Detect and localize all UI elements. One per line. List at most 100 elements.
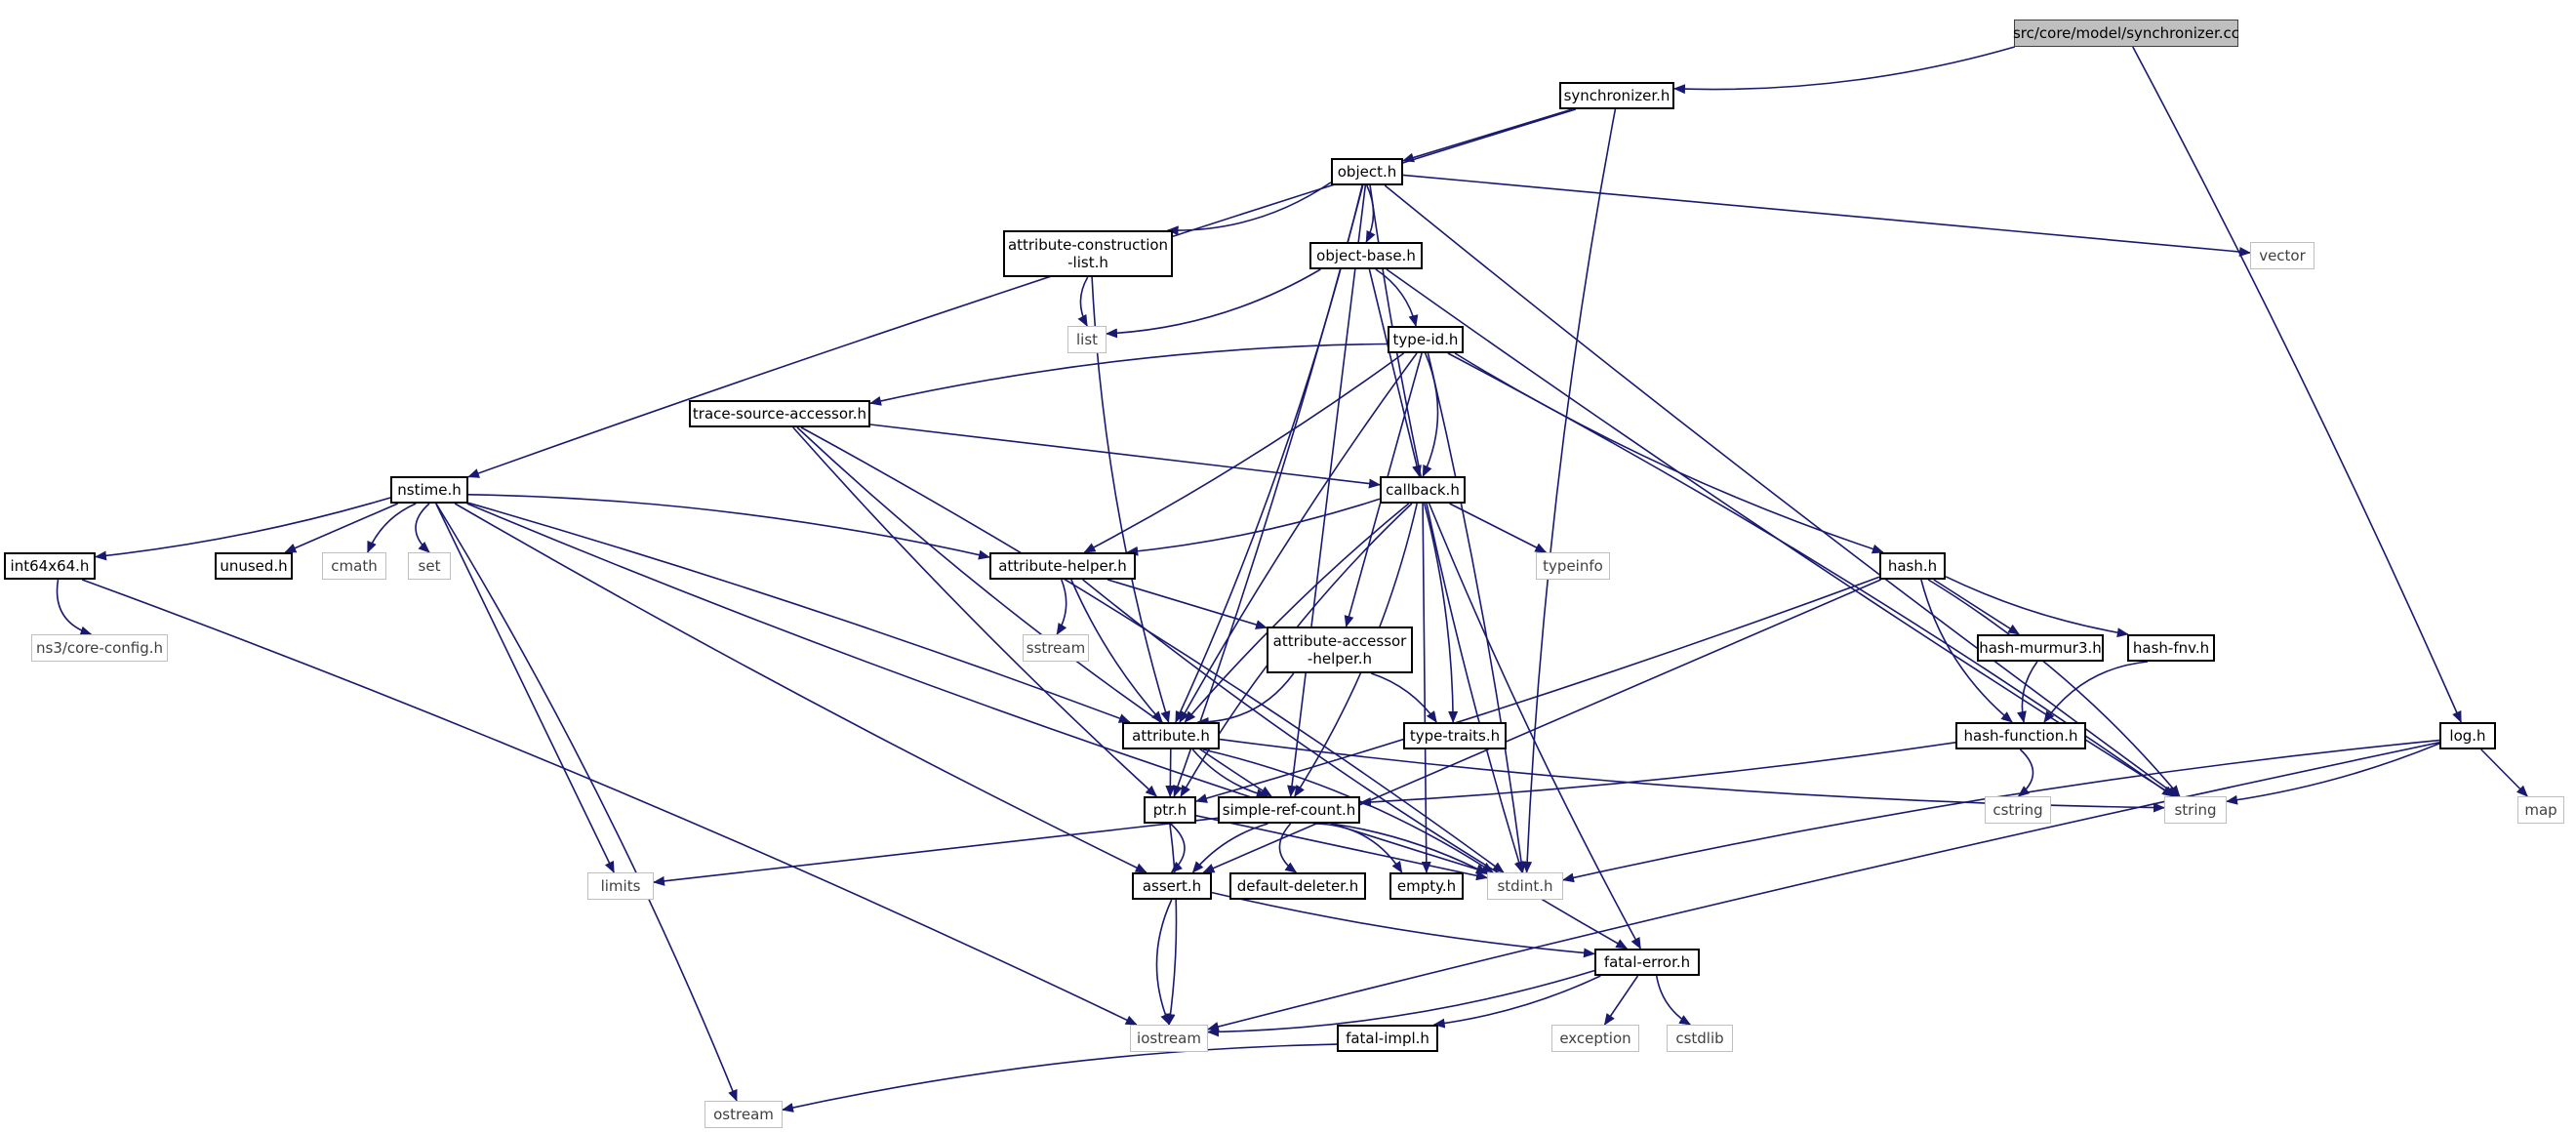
node-hash-fnv-h[interactable]: hash-fnv.h: [2127, 634, 2215, 662]
edge-synchronizer-h-to-object-h: [1402, 108, 1573, 163]
node-cmath[interactable]: cmath: [322, 552, 386, 580]
node-default-deleter-h[interactable]: default-deleter.h: [1229, 872, 1366, 900]
edge-attribute-h-to-simple-ref-count-h: [1191, 748, 1268, 799]
edge-nstime-h-to-set: [415, 503, 430, 553]
node-log-h[interactable]: log.h: [2439, 722, 2496, 749]
node-unused-h[interactable]: unused.h: [215, 552, 293, 580]
node-list[interactable]: list: [1067, 326, 1107, 353]
node-object-base-h[interactable]: object-base.h: [1309, 242, 1423, 269]
edge-object-h-to-object-base-h: [1365, 184, 1376, 243]
edge-attribute-helper-h-to-fatal-error-h: [1082, 579, 1629, 950]
node-label: attribute-construction -list.h: [1007, 236, 1169, 271]
edge-synchronizer-h-to-stdint-h: [1522, 108, 1617, 873]
edge-attribute-helper-h-to-sstream: [1056, 579, 1067, 635]
edge-hash-h-to-assert-h: [1202, 579, 1881, 873]
node-type-traits-h[interactable]: type-traits.h: [1403, 722, 1507, 749]
node-fatal-error-h[interactable]: fatal-error.h: [1594, 949, 1700, 976]
node-vector[interactable]: vector: [2250, 242, 2314, 269]
node-assert-h[interactable]: assert.h: [1132, 872, 1212, 900]
edge-attribute-h-to-ptr-h: [1165, 748, 1176, 797]
edge-attribute-accessor-helper-h-to-attribute-h: [1196, 672, 1295, 727]
node-exception[interactable]: exception: [1551, 1025, 1639, 1052]
node-map[interactable]: map: [2517, 796, 2564, 824]
edge-hash-h-to-ptr-h: [1195, 576, 1880, 803]
edge-hash-fnv-h-to-hash-function-h: [2043, 661, 2149, 723]
node-nstime-h[interactable]: nstime.h: [390, 476, 468, 504]
node-sstream[interactable]: sstream: [1023, 634, 1089, 662]
node-limits[interactable]: limits: [587, 872, 654, 900]
edge-attribute-accessor-helper-h-to-type-traits-h: [1370, 672, 1437, 723]
node-attribute-accessor-helper-h[interactable]: attribute-accessor -helper.h: [1267, 627, 1413, 673]
edge-nstime-h-to-cmath: [367, 503, 417, 553]
node-trace-source-accessor-h[interactable]: trace-source-accessor.h: [689, 400, 870, 427]
edge-attribute-helper-h-to-attribute-accessor-helper-h: [1107, 579, 1268, 629]
node-iostream[interactable]: iostream: [1130, 1025, 1208, 1052]
edge-assert-h-to-fatal-error-h: [1211, 891, 1595, 958]
edge-nstime-h-to-limits: [435, 503, 615, 873]
edge-trace-source-accessor-h-to-callback-h: [869, 424, 1381, 489]
edge-callback-h-to-empty-h: [1421, 503, 1431, 873]
edge-callback-h-to-attribute-helper-h: [1126, 498, 1381, 556]
node-callback-h[interactable]: callback.h: [1380, 476, 1466, 504]
edge-simple-ref-count-h-to-assert-h: [1191, 823, 1268, 873]
edge-ptr-h-to-stdint-h: [1195, 815, 1488, 881]
node-hash-h[interactable]: hash.h: [1879, 552, 1946, 580]
edge-type-id-h-to-trace-source-accessor-h: [869, 343, 1389, 406]
node-synchronizer-h[interactable]: synchronizer.h: [1559, 82, 1674, 109]
edge-hash-function-h-to-cstring: [2017, 748, 2034, 797]
edge-simple-ref-count-h-to-empty-h: [1313, 823, 1403, 873]
edge-object-h-to-string: [1384, 184, 2179, 797]
node-ostream[interactable]: ostream: [704, 1101, 783, 1128]
edge-hash-h-to-string: [1927, 579, 2181, 797]
node-cstdlib[interactable]: cstdlib: [1667, 1025, 1733, 1052]
edge-trace-source-accessor-h-to-ptr-h: [792, 426, 1157, 797]
node-string[interactable]: string: [2164, 796, 2227, 824]
edge-type-id-h-to-callback-h: [1422, 352, 1439, 477]
edge-synchronizer-cc-to-log-h: [2132, 46, 2462, 723]
edge-simple-ref-count-h-to-limits: [653, 817, 1219, 886]
edge-hash-h-to-hash-murmur3-h: [1933, 579, 2021, 635]
edge-fatal-error-h-to-iostream: [1207, 969, 1595, 1037]
node-synchronizer-cc[interactable]: src/core/model/synchronizer.cc: [2013, 20, 2239, 47]
node-label: attribute-accessor -helper.h: [1272, 632, 1407, 667]
node-typeinfo[interactable]: typeinfo: [1536, 552, 1610, 580]
node-fatal-impl-h[interactable]: fatal-impl.h: [1337, 1025, 1438, 1052]
node-attribute-h[interactable]: attribute.h: [1122, 722, 1220, 749]
node-int64x64-h[interactable]: int64x64.h: [4, 552, 96, 580]
node-ptr-h[interactable]: ptr.h: [1144, 796, 1196, 824]
edge-nstime-h-to-attribute-helper-h: [467, 494, 990, 560]
node-hash-murmur3-h[interactable]: hash-murmur3.h: [1977, 634, 2104, 662]
edge-hash-h-to-hash-function-h: [1920, 579, 2013, 723]
edge-ptr-h-to-iostream: [1165, 823, 1178, 1026]
edge-fatal-impl-h-to-ostream: [782, 1043, 1338, 1112]
edge-nstime-h-to-assert-h: [454, 503, 1147, 873]
edge-object-base-h-to-callback-h: [1368, 268, 1422, 477]
node-hash-function-h[interactable]: hash-function.h: [1955, 722, 2086, 749]
edge-callback-h-to-type-traits-h: [1424, 503, 1459, 723]
node-attribute-helper-h[interactable]: attribute-helper.h: [989, 552, 1136, 580]
node-type-id-h[interactable]: type-id.h: [1388, 326, 1464, 353]
node-attribute-construction-list-h[interactable]: attribute-construction -list.h: [1003, 230, 1173, 277]
node-empty-h[interactable]: empty.h: [1389, 872, 1464, 900]
edge-nstime-h-to-attribute-h: [467, 502, 1131, 723]
edge-fatal-error-h-to-exception: [1603, 975, 1639, 1026]
node-simple-ref-count-h[interactable]: simple-ref-count.h: [1218, 796, 1360, 824]
edge-synchronizer-cc-to-synchronizer-h: [1673, 46, 2016, 95]
edge-assert-h-to-iostream: [1155, 899, 1173, 1026]
edge-fatal-error-h-to-fatal-impl-h: [1432, 975, 1601, 1029]
edge-object-h-to-stdint-h: [1369, 184, 1524, 873]
edge-type-id-h-to-stdint-h: [1427, 352, 1527, 873]
edge-hash-h-to-hash-fnv-h: [1945, 576, 2129, 638]
node-ns3-core-config-h[interactable]: ns3/core-config.h: [31, 634, 168, 662]
node-object-h[interactable]: object.h: [1331, 158, 1403, 185]
node-stdint-h[interactable]: stdint.h: [1487, 872, 1563, 900]
edge-type-id-h-to-attribute-helper-h: [1083, 352, 1405, 553]
edge-ptr-h-to-assert-h: [1169, 823, 1186, 873]
edge-hash-function-h-to-simple-ref-count-h: [1359, 742, 1956, 807]
node-cstring[interactable]: cstring: [1985, 796, 2051, 824]
node-set[interactable]: set: [408, 552, 451, 580]
edge-trace-source-accessor-h-to-simple-ref-count-h: [796, 426, 1272, 797]
edge-log-h-to-map: [2480, 748, 2528, 797]
edge-simple-ref-count-h-to-default-deleter-h: [1278, 823, 1298, 873]
